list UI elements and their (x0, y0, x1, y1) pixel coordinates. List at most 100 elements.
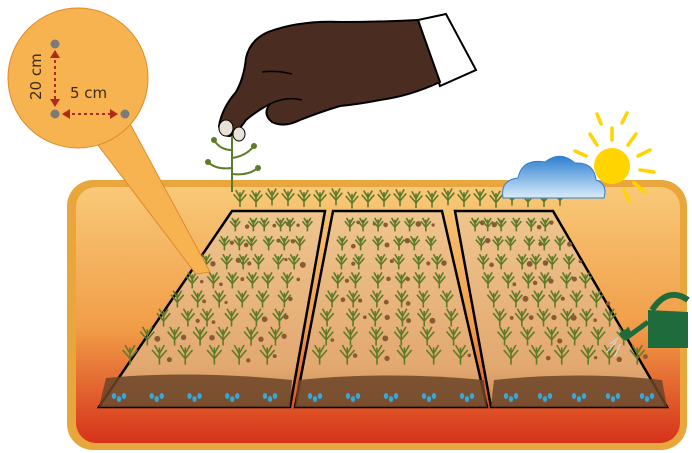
seedling (274, 217, 287, 232)
seedling (545, 253, 559, 270)
water-drop (230, 396, 235, 402)
seedling (492, 308, 508, 327)
seedling (199, 308, 215, 327)
seedling (509, 290, 523, 308)
soil-pebble (272, 223, 277, 228)
hand-icon (217, 12, 478, 142)
water-drop (121, 393, 127, 399)
seedling (339, 344, 356, 365)
seedling (580, 344, 597, 365)
seedling (156, 308, 171, 327)
water-drop (267, 396, 273, 402)
seedling (489, 190, 503, 208)
water-drop (345, 393, 351, 399)
seedling (245, 272, 260, 289)
seedling (504, 235, 517, 251)
water-drop (605, 393, 611, 399)
water-drop (581, 393, 587, 399)
seedling (469, 217, 481, 232)
seedling (481, 272, 495, 289)
soil-pebble (244, 224, 250, 229)
soil-pebble (491, 221, 497, 228)
water-drop (235, 393, 240, 399)
seedling (325, 290, 339, 308)
water-drop (639, 393, 645, 399)
seedling (578, 272, 593, 289)
seedling (218, 235, 231, 251)
soil-pebble (340, 297, 346, 303)
soil-pebble (261, 316, 268, 323)
soil-pebble (386, 276, 391, 282)
water-drop (421, 393, 427, 399)
seedling (319, 308, 335, 327)
seedling (139, 326, 155, 346)
seedling (554, 235, 566, 251)
water-drops (111, 393, 655, 402)
seedling (220, 253, 234, 270)
soil-pebble (247, 261, 252, 266)
seedling (521, 272, 535, 289)
water-drop (615, 393, 621, 399)
seedling (231, 344, 248, 365)
watering-can-icon (606, 291, 690, 357)
water-drop (537, 393, 543, 399)
seedling (369, 344, 385, 365)
soil-pebble (404, 237, 411, 244)
seedling (409, 190, 423, 209)
seedling (389, 217, 401, 232)
soil-pebble (532, 280, 538, 286)
water-drop (571, 393, 577, 399)
seedling (249, 308, 264, 327)
water-drop (644, 396, 650, 402)
water-drop (192, 396, 197, 402)
seedling (562, 253, 576, 270)
cloud-icon (502, 155, 606, 199)
water-drop (187, 393, 192, 399)
soil-pebble (199, 279, 204, 284)
soil-pebble (240, 277, 245, 282)
seedling (311, 344, 328, 365)
seedling (329, 188, 343, 206)
seedling (377, 189, 391, 207)
soil-pebble (382, 335, 389, 342)
seedling (229, 217, 241, 232)
water-drop (225, 393, 230, 399)
soil-pebble (352, 353, 358, 358)
soil-pebble (243, 242, 249, 248)
seedling (345, 308, 361, 327)
water-drop (154, 396, 159, 402)
seedling (281, 188, 295, 206)
seedling (190, 290, 205, 308)
seedling (122, 344, 138, 365)
soil-pebble (593, 318, 597, 323)
seedling (416, 308, 432, 327)
soil-pebble (405, 301, 411, 306)
seedling (503, 344, 519, 365)
seedling (425, 344, 442, 365)
soil-pebble (406, 318, 411, 324)
seedling (528, 344, 545, 365)
water-drop (459, 393, 465, 399)
seedling (553, 344, 570, 365)
soil-pebble (383, 222, 388, 228)
soil-pebble (246, 358, 251, 363)
seedling (233, 235, 246, 251)
soil-pebble (557, 338, 563, 344)
soil-pebble (545, 355, 551, 361)
soil-pebble (211, 320, 216, 324)
seedling (151, 344, 168, 365)
soil-pebble (284, 258, 288, 262)
seedling (335, 253, 348, 270)
seedling (403, 217, 416, 232)
soil-pebble (560, 296, 565, 301)
seedling (272, 308, 287, 327)
seedling (514, 308, 530, 327)
seedling (346, 290, 361, 308)
seedling (396, 344, 413, 365)
seedling (331, 272, 345, 289)
soil-pebble (389, 259, 394, 264)
soil-pebble (405, 277, 410, 282)
seedling (224, 308, 239, 327)
seedling (538, 235, 551, 251)
seedling (424, 235, 437, 251)
